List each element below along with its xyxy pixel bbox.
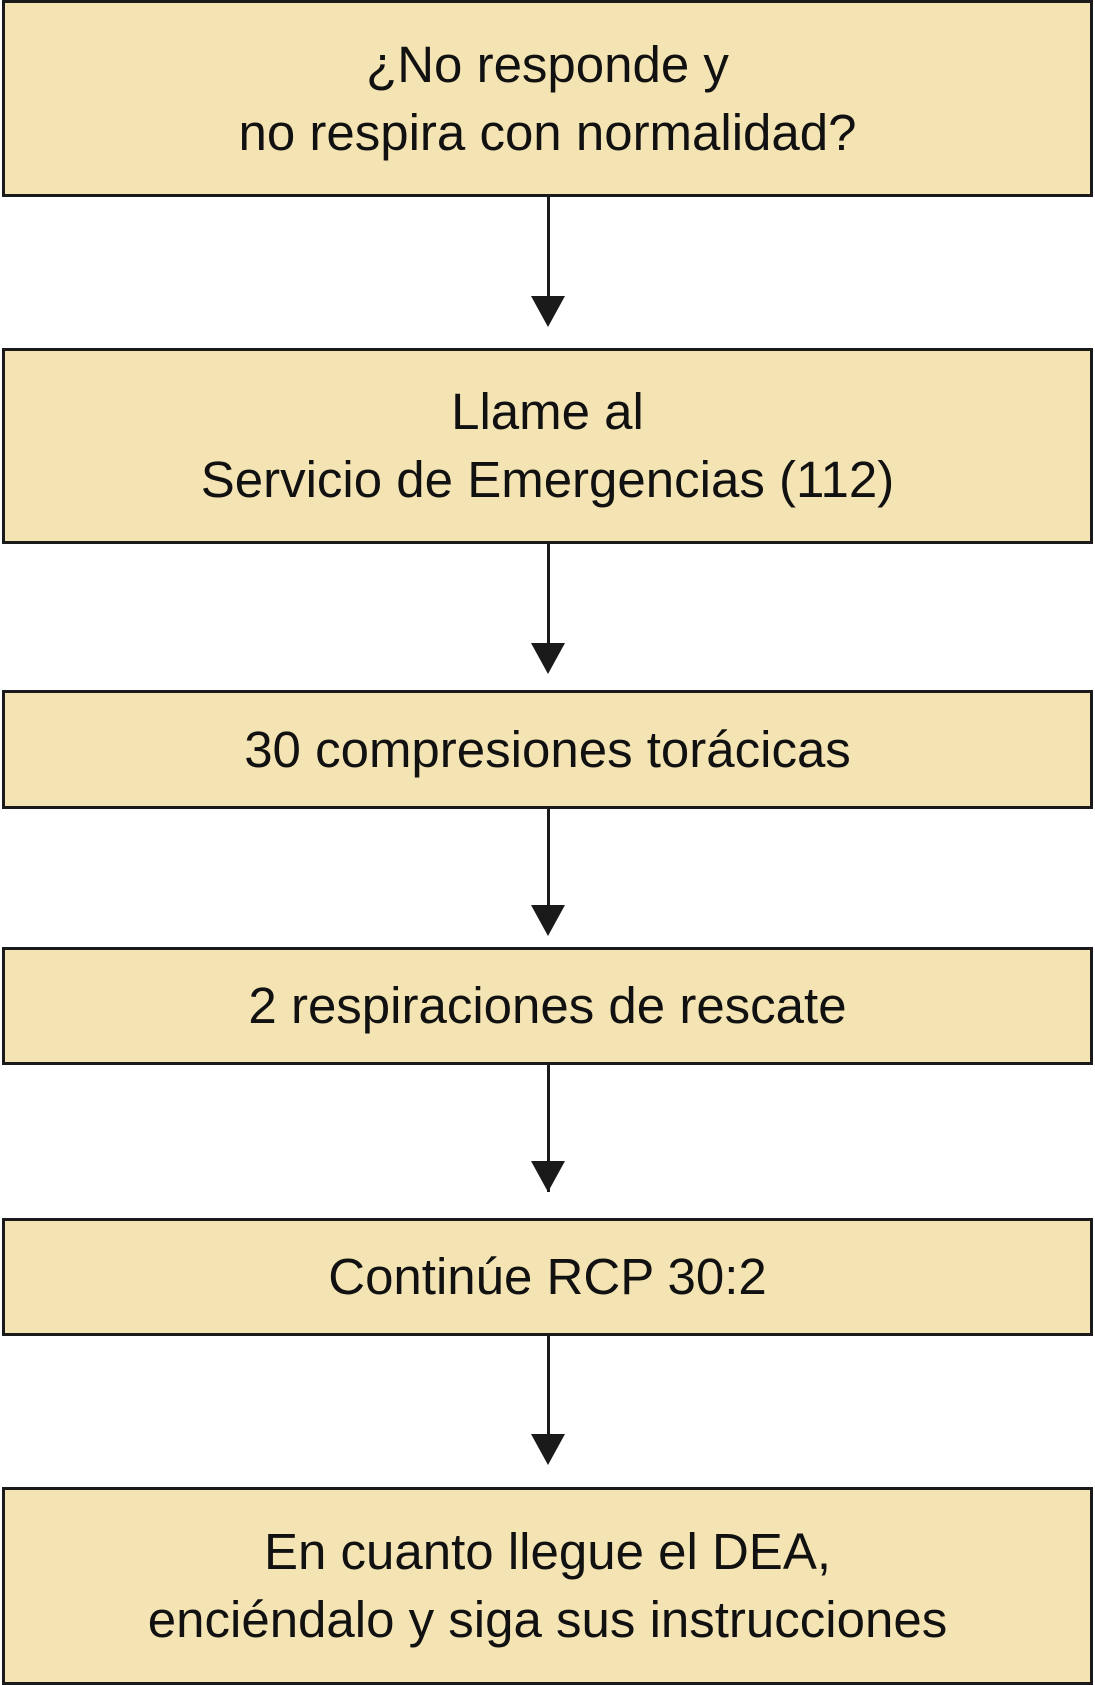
connector-4 xyxy=(547,1065,550,1192)
connector-1 xyxy=(547,197,550,317)
step-6-line-1: En cuanto llegue el DEA, xyxy=(263,1523,832,1580)
step-continue-cpr: Continúe RCP 30:2 xyxy=(2,1218,1093,1336)
step-1-line-1: ¿No responde y xyxy=(366,35,729,93)
arrow-down-icon xyxy=(531,643,565,674)
arrow-down-icon xyxy=(531,1434,565,1465)
step-chest-compressions: 30 compresiones torácicas xyxy=(2,690,1093,809)
connector-2 xyxy=(547,544,550,664)
step-1-line-2: no respira con normalidad? xyxy=(238,103,857,161)
step-4-line-1: 2 respiraciones de rescate xyxy=(248,977,847,1034)
step-use-aed: En cuanto llegue el DEA, enciéndalo y si… xyxy=(2,1487,1093,1685)
arrow-down-icon xyxy=(531,905,565,936)
step-unresponsive-check: ¿No responde y no respira con normalidad… xyxy=(2,0,1093,197)
step-3-line-1: 30 compresiones torácicas xyxy=(244,720,851,778)
connector-5 xyxy=(547,1336,550,1461)
arrow-down-icon xyxy=(531,296,565,327)
arrow-down-icon xyxy=(531,1161,565,1192)
step-2-line-2: Servicio de Emergencias (112) xyxy=(200,451,895,508)
step-2-line-1: Llame al xyxy=(451,383,644,440)
step-rescue-breaths: 2 respiraciones de rescate xyxy=(2,947,1093,1065)
step-5-line-1: Continúe RCP 30:2 xyxy=(328,1248,767,1305)
connector-3 xyxy=(547,809,550,921)
step-6-line-2: enciéndalo y siga sus instrucciones xyxy=(147,1591,948,1648)
step-call-emergency: Llame al Servicio de Emergencias (112) xyxy=(2,348,1093,544)
